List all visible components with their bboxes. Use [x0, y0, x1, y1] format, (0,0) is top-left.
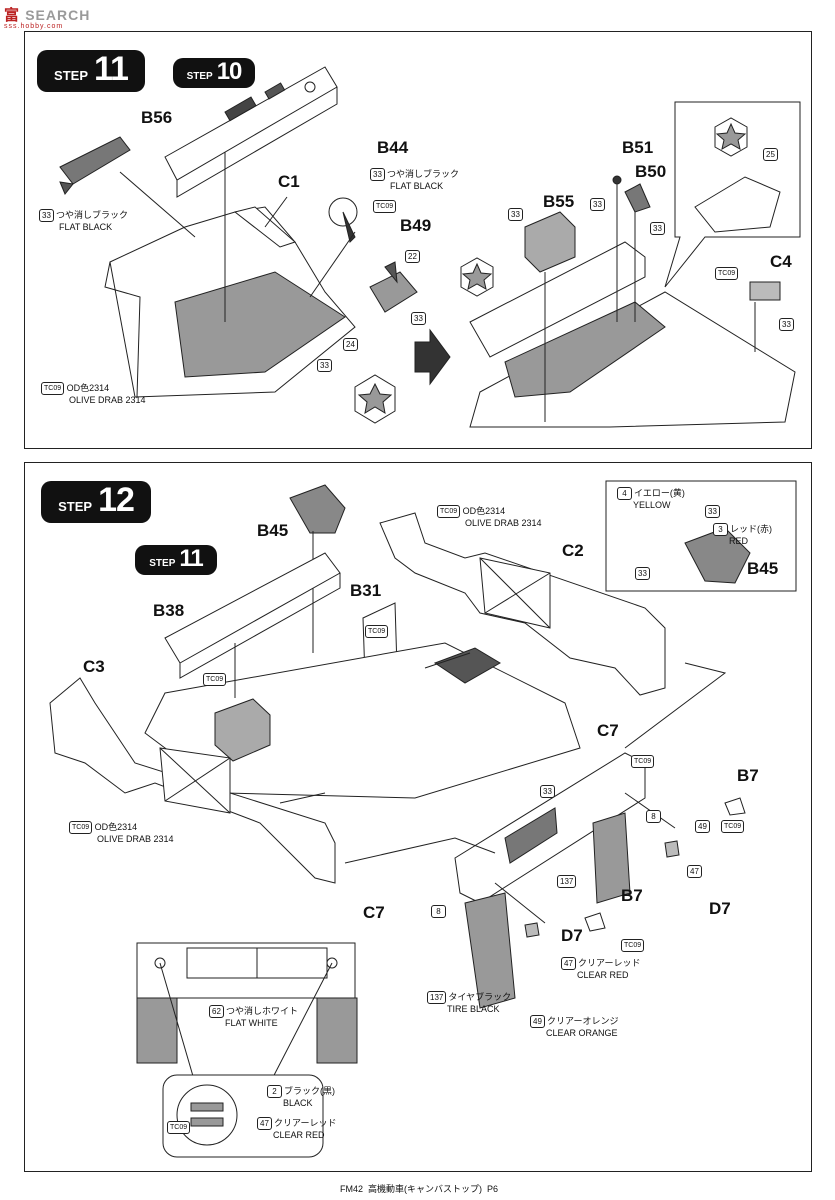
paint-note-8-right: 8 [646, 810, 663, 823]
part-label-b55: B55 [543, 192, 575, 211]
part-label-b44: B44 [377, 138, 409, 157]
paint-note-tc09-b38: TC09 [203, 673, 227, 686]
watermark-logo: 富 SEARCH sss.hobby.com [4, 7, 91, 30]
paint-note-8-left: 8 [431, 905, 448, 918]
paint-note-33-b55: 33 [508, 208, 525, 221]
decal-note-25: 25 [763, 148, 780, 161]
part-label-b38: B38 [153, 601, 185, 620]
part-label-b56: B56 [141, 108, 173, 127]
paint-note-tc09-b7-lower: TC09 [621, 939, 645, 952]
part-label-c4: C4 [770, 252, 792, 271]
page-footer: FM42 高機動車(キャンバストップ) P6 [340, 1184, 499, 1194]
paint-note-33-b51: 33 [590, 198, 607, 211]
part-label-b7: B7 [737, 766, 759, 785]
part-label-d7: D7 [709, 899, 731, 918]
part-label-c7: C7 [597, 721, 619, 740]
paint-note-od-c2: TC09 OD色2314 OLIVE DRAB 2314 [437, 505, 542, 529]
paint-note-od-c3: TC09 OD色2314 OLIVE DRAB 2314 [69, 821, 174, 845]
paint-note-22: 22 [405, 250, 422, 263]
part-label-c2: C2 [562, 541, 584, 560]
part-label-c7-rear: C7 [363, 903, 385, 922]
paint-note-tc09-b31: TC09 [365, 625, 389, 638]
step11-illustration [59, 66, 801, 428]
part-label-c3: C3 [83, 657, 105, 676]
paint-note-33-c4: 33 [779, 318, 796, 331]
decal-note-24: 24 [343, 338, 360, 351]
part-label-b50: B50 [635, 162, 667, 181]
paint-note-33-b49: 33 [411, 312, 428, 325]
paint-note-tc09-c7: TC09 [631, 755, 655, 768]
paint-note-47-right: 47 [687, 865, 704, 878]
paint-note-49-right: 49 [695, 820, 712, 833]
part-label-b31: B31 [350, 581, 382, 600]
inset-note-33-top: 33 [705, 505, 722, 518]
paint-note-33-floor: 33 [317, 359, 334, 372]
part-label-b45: B45 [257, 521, 289, 540]
paint-note-tc09-zoom: TC09 [167, 1121, 191, 1134]
paint-note-tc09-c4: TC09 [715, 267, 739, 280]
inset-note-33-bottom: 33 [635, 567, 652, 580]
inset-part-b45: B45 [747, 559, 779, 578]
step12-illustration [49, 480, 797, 1158]
paint-note-33-b50: 33 [650, 222, 667, 235]
part-label-b51: B51 [622, 138, 654, 157]
paint-note-tc09-b7: TC09 [721, 820, 745, 833]
part-label-d7-lower: D7 [561, 926, 583, 945]
paint-note-33-c7: 33 [540, 785, 557, 798]
paint-note-tc09-b44: TC09 [373, 200, 397, 213]
paint-note-137-right: 137 [557, 875, 578, 888]
paint-note-od-c1: TC09 OD色2314 OLIVE DRAB 2314 [41, 382, 146, 406]
part-label-b7-lower: B7 [621, 886, 643, 905]
part-label-b49: B49 [400, 216, 432, 235]
part-label-c1: C1 [278, 172, 300, 191]
